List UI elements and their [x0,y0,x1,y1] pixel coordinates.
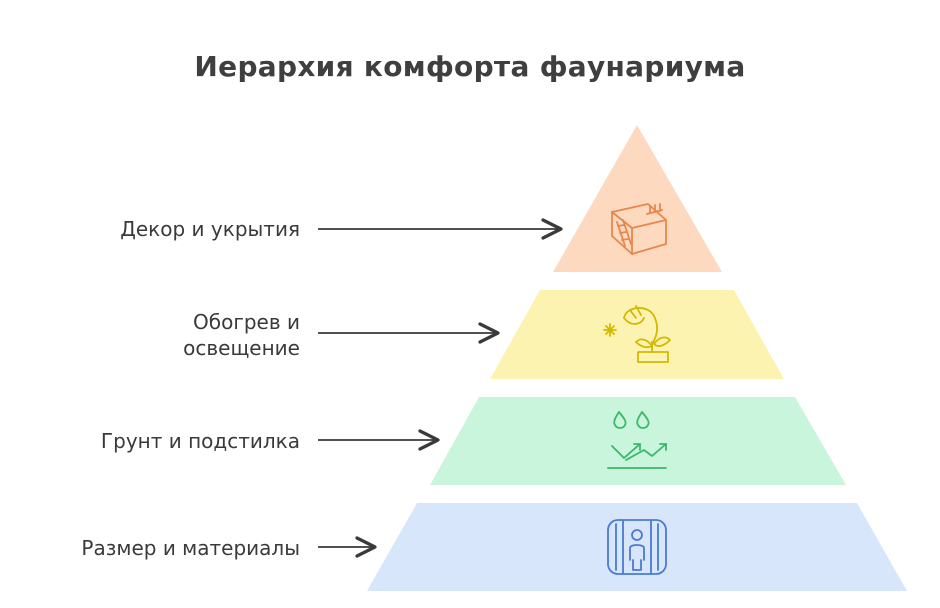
level-3-label: Грунт и подстилка [101,428,300,454]
level-2-label-line-2: освещение [183,336,300,360]
page-title: Иерархия комфорта фаунариума [194,50,746,83]
level-4-label-line-1: Размер и материалы [81,536,300,560]
level-1-shape [553,125,722,272]
droplets-and-growth-arrows-icon [607,411,667,469]
level-1-label: Декор и укрытия [120,216,300,242]
enclosure-with-person-icon [607,519,667,575]
level-2-label-line-1: Обогрев и [193,310,300,334]
habitat-box-with-ladder-icon [611,203,667,255]
level-3-shape [430,397,846,485]
heat-lamp-with-plant-icon [603,305,671,363]
level-2-shape [490,290,784,379]
level-2-label: Обогрев и освещение [183,309,300,361]
level-4-label: Размер и материалы [81,535,300,561]
level-1-label-line-1: Декор и укрытия [120,217,300,241]
level-4-shape [367,503,907,591]
level-3-label-line-1: Грунт и подстилка [100,429,300,453]
